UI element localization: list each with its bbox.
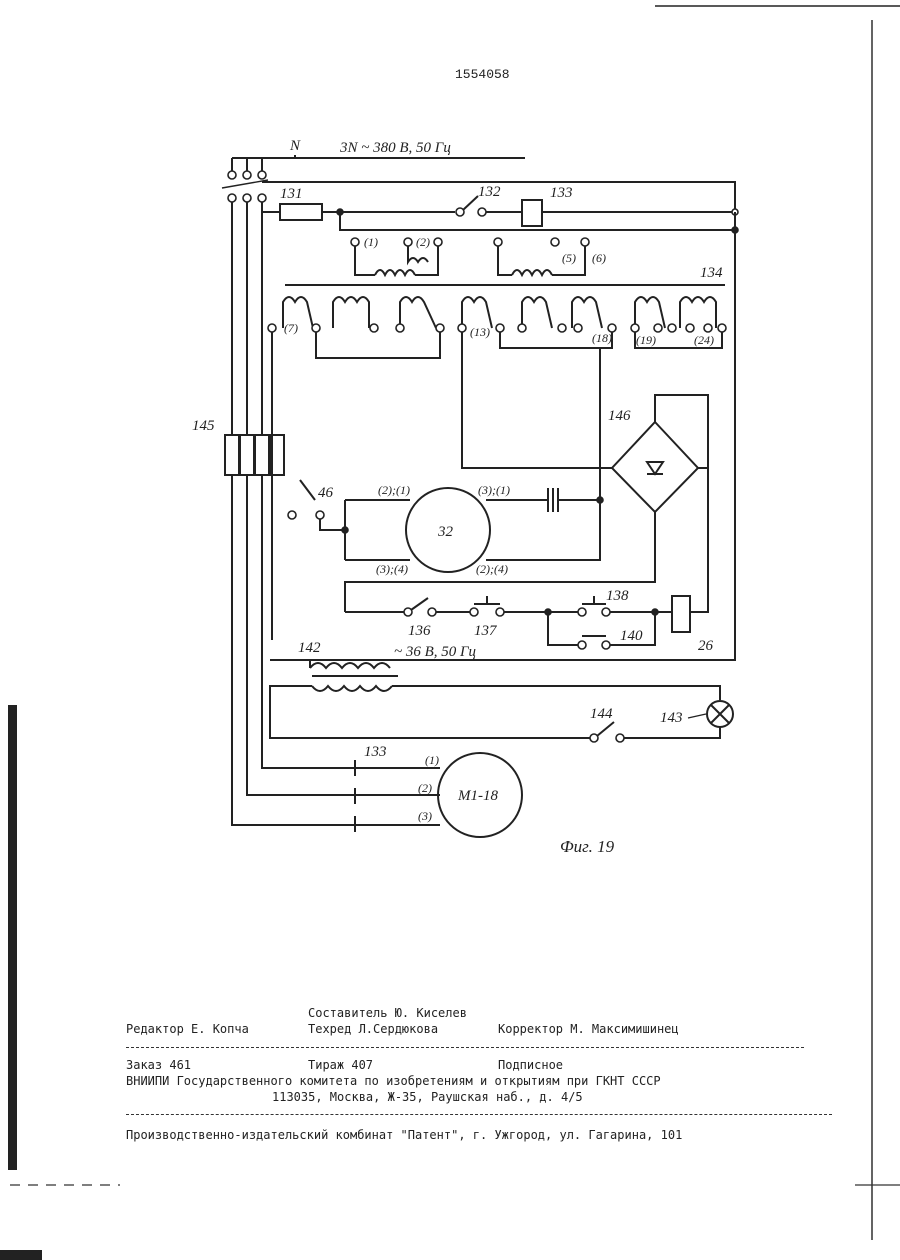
tap-6: (6) [592, 251, 606, 265]
label-143: 143 [660, 710, 683, 726]
label-144: 144 [590, 706, 613, 722]
footer-order: Заказ 461 [126, 1058, 191, 1072]
motor-terminal-bottom-right: (2);(4) [476, 562, 508, 576]
tap-2: (2) [416, 235, 430, 249]
footer-editor: Редактор Е. Копча [126, 1022, 249, 1036]
label-134: 134 [700, 265, 723, 281]
label-145: 145 [192, 418, 215, 434]
tap-13: (13) [470, 325, 490, 339]
label-133-contacts: 133 [364, 744, 387, 760]
motor-terminal-top-right: (3);(1) [478, 483, 510, 497]
contact-138 [582, 596, 606, 604]
button-137 [474, 596, 500, 604]
label-26: 26 [698, 638, 714, 654]
label-138: 138 [606, 588, 629, 604]
relay-26 [672, 596, 690, 632]
footer-rule-2 [126, 1114, 832, 1115]
figure-caption: Фиг. 19 [560, 837, 615, 856]
footer-address: 113035, Москва, Ж-35, Раушская наб., д. … [272, 1090, 583, 1104]
primary-winding-2: (5) (6) [494, 238, 606, 275]
tap-7: (7) [284, 321, 298, 335]
switch-144 [597, 722, 614, 736]
phase-3: (3) [418, 809, 432, 823]
rectifier-146: 146 [345, 395, 708, 612]
tap-19: (19) [636, 333, 656, 347]
footer-rule-1 [126, 1047, 804, 1048]
label-142: 142 [298, 640, 321, 656]
motor-32: 32 (2);(1) (3);(1) (3);(4) (2);(4) [376, 483, 510, 576]
primary-winding-1: (1) (2) [351, 235, 442, 275]
input-terminals [222, 158, 268, 202]
footer-techred: Техред Л.Сердюкова [308, 1022, 438, 1036]
capacitor [548, 488, 558, 512]
secondary-voltage: ~ 36 В, 50 Гц [394, 644, 476, 660]
footer-corrector: Корректор М. Максимишинец [498, 1022, 679, 1036]
footer-subscription: Подписное [498, 1058, 563, 1072]
fuse-131 [280, 204, 322, 220]
secondary-windings: (7) (13) (18) (19) (24) [268, 297, 726, 347]
scan-edge-bar [8, 705, 17, 1170]
tap-18: (18) [592, 331, 612, 345]
contactor-coil-133 [522, 200, 542, 226]
label-131: 131 [280, 186, 303, 202]
tap-5: (5) [562, 251, 576, 265]
tap-24: (24) [694, 333, 714, 347]
block-145: 145 [192, 418, 284, 475]
label-136: 136 [408, 623, 431, 639]
switch-136 [411, 598, 428, 610]
lamp-143-icon [707, 701, 733, 727]
label-137: 137 [474, 623, 498, 639]
label-132: 132 [478, 184, 501, 200]
label-140: 140 [620, 628, 643, 644]
transformer-142: 142 ~ 36 В, 50 Гц [270, 640, 476, 691]
footer-publisher: Производственно-издательский комбинат "П… [126, 1128, 682, 1142]
label-32: 32 [437, 524, 454, 540]
phase-1: (1) [425, 753, 439, 767]
footer-org: ВНИИПИ Государственного комитета по изоб… [126, 1074, 661, 1088]
tap-1: (1) [364, 235, 378, 249]
footer-composer: Составитель Ю. Киселев [308, 1006, 467, 1020]
supply-label: 3N ~ 380 В, 50 Гц [339, 140, 451, 156]
motor-m1-18: M1-18 [438, 753, 522, 837]
footer-circulation: Тираж 407 [308, 1058, 373, 1072]
label-146: 146 [608, 408, 631, 424]
contacts-133: 133 (1) (2) (3) [355, 744, 440, 832]
patent-number: 1554058 [455, 67, 510, 82]
switch-46: 46 [288, 480, 345, 530]
motor-terminal-top-left: (2);(1) [378, 483, 410, 497]
neutral-label: N [289, 138, 301, 154]
label-m1-18: M1-18 [457, 788, 498, 804]
label-133: 133 [550, 185, 573, 201]
motor-terminal-bottom-left: (3);(4) [376, 562, 408, 576]
label-46: 46 [318, 485, 334, 501]
phase-2: (2) [418, 781, 432, 795]
